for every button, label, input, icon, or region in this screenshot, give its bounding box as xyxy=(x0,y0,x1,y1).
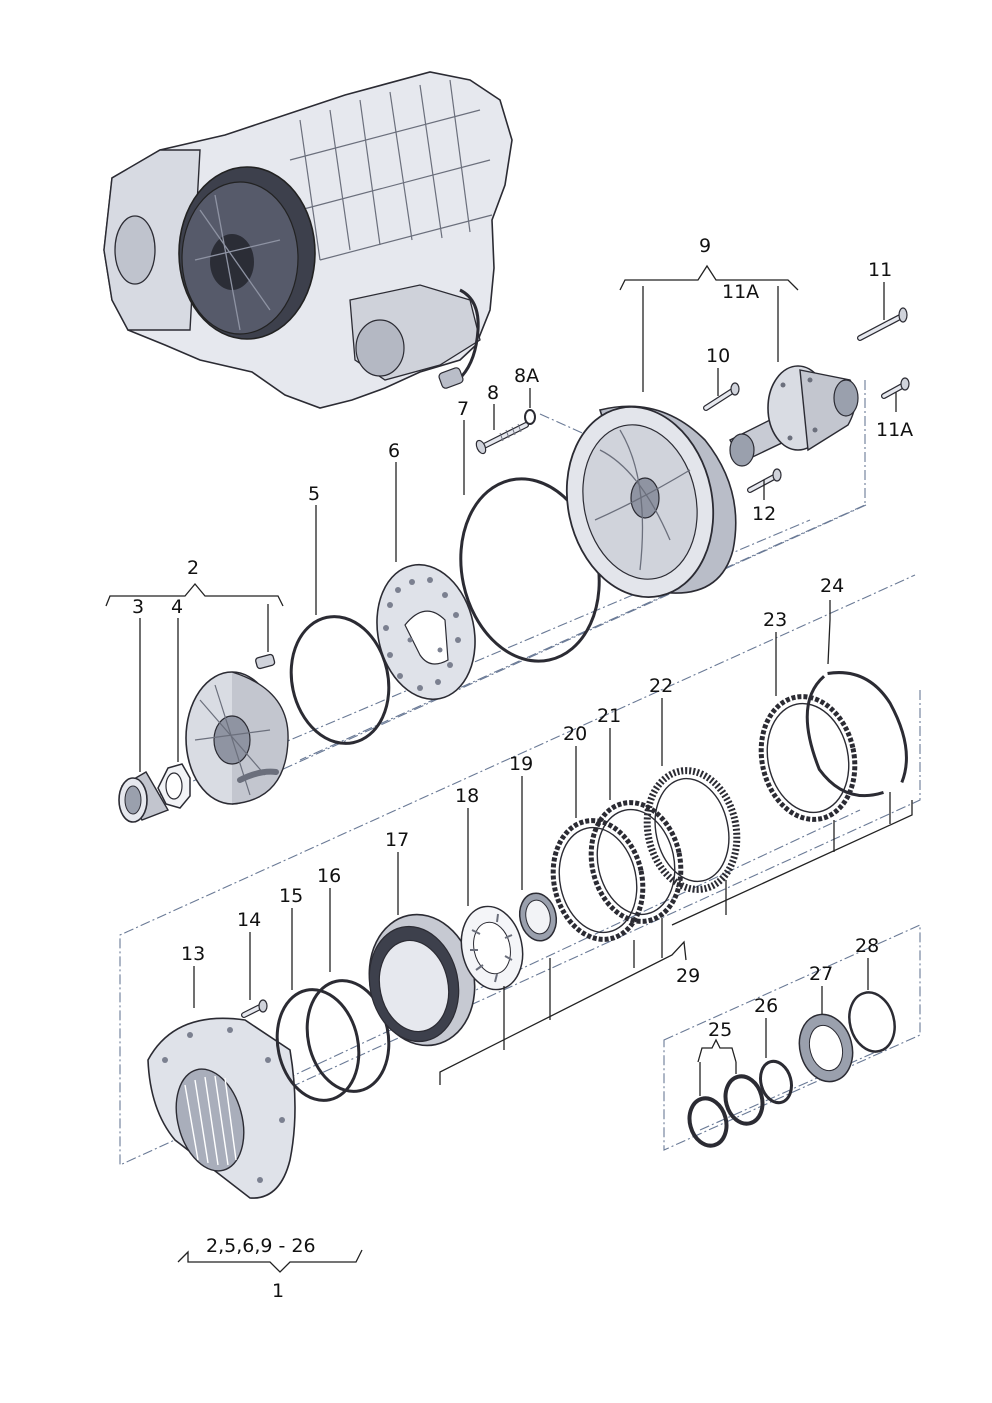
part-18-spring-plate xyxy=(460,905,524,991)
callout-17: 17 xyxy=(385,829,409,851)
part-22-friction-plate xyxy=(643,767,741,893)
callout-labels: 1 2 3 4 5 6 7 8 8A 9 10 11 11A 11A 12 13… xyxy=(132,235,913,1302)
part-24-snap-ring xyxy=(805,671,908,798)
part-14-bolt xyxy=(241,999,268,1018)
part-11A-small-bolt xyxy=(881,377,910,399)
part-4-washer xyxy=(157,763,191,809)
callout-7: 7 xyxy=(457,398,469,420)
callout-26: 26 xyxy=(754,995,778,1017)
part-8-bolt xyxy=(475,422,529,455)
part-23-clutch-plate xyxy=(758,694,858,822)
part-6-separator-plate xyxy=(376,563,476,701)
assembly-range-label: 2,5,6,9 - 26 xyxy=(206,1235,316,1257)
callout-9: 9 xyxy=(699,235,711,257)
callout-21: 21 xyxy=(597,705,621,727)
callout-19: 19 xyxy=(509,753,533,775)
part-25-ring-a xyxy=(687,1096,729,1148)
part-19-snap-ring xyxy=(518,892,558,942)
part-11-bolt xyxy=(857,307,908,341)
part-21-clutch-plate xyxy=(588,800,684,924)
callout-25: 25 xyxy=(708,1019,732,1041)
part-28-ring xyxy=(848,991,896,1053)
part-2-dowel-pin xyxy=(255,653,276,670)
part-13-clutch-housing xyxy=(147,1017,296,1199)
callout-18: 18 xyxy=(455,785,479,807)
part-2-pump-cover xyxy=(185,671,289,805)
callout-1: 1 xyxy=(272,1280,284,1302)
part-10-bolt xyxy=(703,382,740,411)
callout-11A-top: 11A xyxy=(722,281,759,303)
part-16-seal-ring xyxy=(305,979,391,1093)
part-5-o-ring xyxy=(289,615,391,745)
callout-29: 29 xyxy=(676,965,700,987)
callout-16: 16 xyxy=(317,865,341,887)
part-8A-small-o-ring xyxy=(524,409,536,425)
callout-8A: 8A xyxy=(514,365,539,387)
part-9-pump-housing xyxy=(565,405,737,598)
callout-22: 22 xyxy=(649,675,673,697)
part-25-ring-b xyxy=(723,1074,765,1126)
callout-24: 24 xyxy=(820,575,844,597)
callout-11A-right: 11A xyxy=(876,419,913,441)
part-26-ring xyxy=(759,1059,793,1105)
callout-27: 27 xyxy=(809,963,833,985)
callout-15: 15 xyxy=(279,885,303,907)
part-15-seal-ring xyxy=(275,988,361,1102)
callout-2: 2 xyxy=(187,557,199,579)
part-11A-stator-shaft xyxy=(729,365,859,467)
part-17-piston xyxy=(368,913,476,1047)
part-27-thrust-washer xyxy=(798,1013,854,1083)
callout-10: 10 xyxy=(706,345,730,367)
callout-12: 12 xyxy=(752,503,776,525)
leader-lines xyxy=(105,264,913,1273)
part-20-clutch-plate xyxy=(550,818,646,942)
callout-3: 3 xyxy=(132,596,144,618)
callout-23: 23 xyxy=(763,609,787,631)
callout-6: 6 xyxy=(388,440,400,462)
callout-28: 28 xyxy=(855,935,879,957)
part-12-bolt xyxy=(747,468,782,493)
part-3-bushing xyxy=(118,771,170,823)
callout-20: 20 xyxy=(563,723,587,745)
callout-5: 5 xyxy=(308,483,320,505)
transmission-housing-illustration xyxy=(103,71,513,409)
callout-8: 8 xyxy=(487,382,499,404)
callout-4: 4 xyxy=(171,596,183,618)
callout-14: 14 xyxy=(237,909,261,931)
callout-13: 13 xyxy=(181,943,205,965)
callout-11: 11 xyxy=(868,259,892,281)
